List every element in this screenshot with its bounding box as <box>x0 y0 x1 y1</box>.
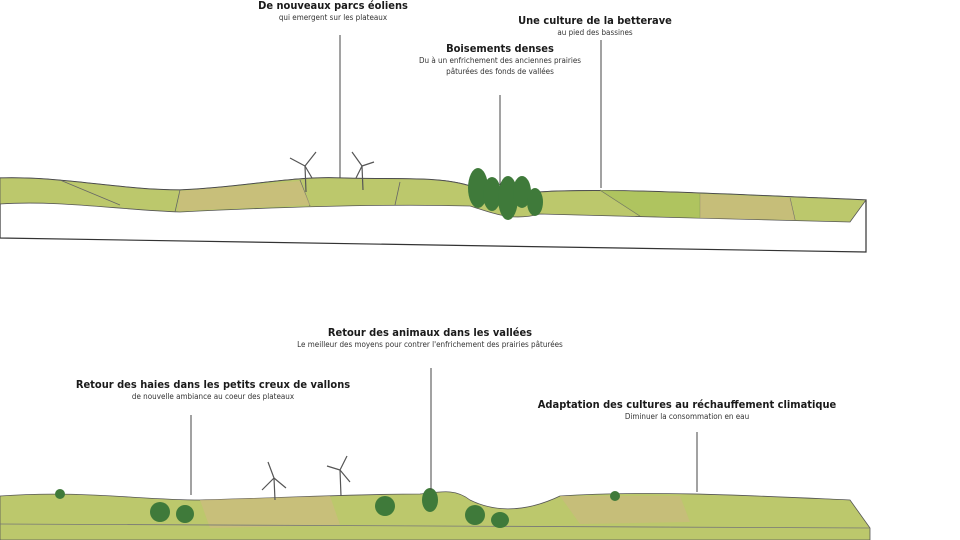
annotation-title: Boisements denses <box>446 42 554 55</box>
annotation-title: Retour des animaux dans les vallées <box>327 326 533 339</box>
bottom-landscape <box>0 368 871 540</box>
forest-cluster <box>468 168 543 220</box>
annotation-subtitle: Le meilleur des moyens pour contrer l'en… <box>297 340 563 349</box>
annotation-wind-farms: De nouveaux parcs éoliens qui emergent s… <box>258 0 408 23</box>
annotation-dense-woodland: Boisements denses Du à un enfrichement d… <box>419 42 581 77</box>
annotation-title: De nouveaux parcs éoliens <box>258 0 408 12</box>
annotation-crop-adaptation: Adaptation des cultures au réchauffement… <box>538 398 836 422</box>
annotation-subtitle: qui emergent sur les plateaux <box>278 13 388 22</box>
annotation-animals-return: Retour des animaux dans les vallées Le m… <box>297 326 563 350</box>
wind-turbine-icon <box>261 455 351 501</box>
annotation-title: Une culture de la betterave <box>518 14 672 27</box>
annotation-title: Retour des haies dans les petits creux d… <box>75 378 351 391</box>
top-landscape <box>0 35 867 253</box>
annotation-beet-culture: Une culture de la betterave au pied des … <box>518 14 672 38</box>
annotation-subtitle: de nouvelle ambiance au coeur des platea… <box>131 392 295 401</box>
annotation-hedges-return: Retour des haies dans les petits creux d… <box>76 378 350 402</box>
annotation-subtitle: Du à un enfrichement des anciennes prair… <box>418 56 582 65</box>
wind-turbine-icon <box>289 151 375 193</box>
annotation-subtitle: pâturées des fonds de vallées <box>446 67 554 76</box>
annotation-subtitle: au pied des bassines <box>557 28 633 37</box>
annotation-subtitle: Diminuer la consommation en eau <box>624 412 750 421</box>
annotation-title: Adaptation des cultures au réchauffement… <box>537 398 837 411</box>
